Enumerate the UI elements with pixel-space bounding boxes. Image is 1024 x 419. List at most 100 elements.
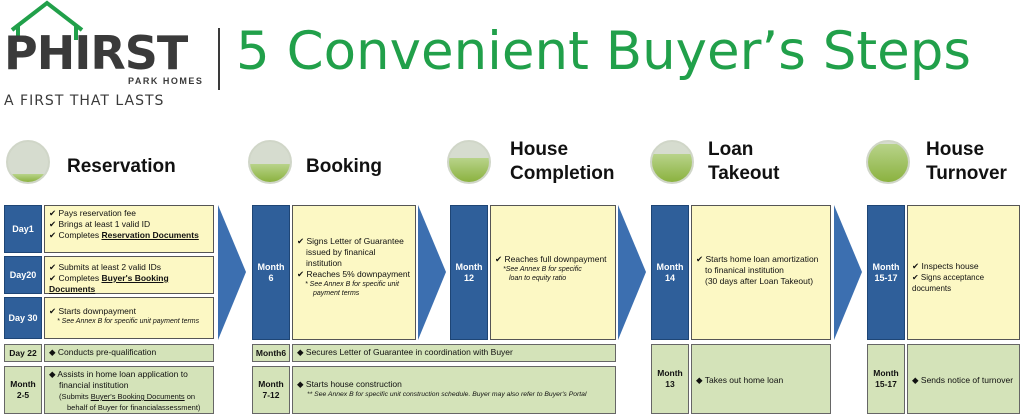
month-label-completion: Month 12 [450,205,488,340]
step-label-completion-line1: House [510,139,569,160]
annex-note: *See Annex B for specific [503,266,582,273]
house-logo-icon [10,0,84,40]
loan-application-row: ◆ Assists in home loan application to fi… [44,366,214,414]
house-construction-row: ◆ Starts house construction ** See Annex… [292,366,616,414]
booking-tasks: ✔ Signs Letter of Guarantee issued by fi… [292,205,416,340]
task-line: ✔ Brings at least 1 valid ID [49,219,151,229]
month-label: Month [257,261,285,272]
arrow-icon [218,205,246,340]
month-label-month-7-12: Month 7-12 [252,366,290,414]
progress-circle-reservation [6,140,50,184]
booking-documents-link[interactable]: Buyer's Booking Documents [49,273,169,294]
completion-tasks: ✔ Reaches full downpayment *See Annex B … [490,205,616,340]
task-line: on [184,392,196,401]
task-line: behalf of Buyer for financialassessment) [67,403,201,412]
month-number: 14 [664,272,675,283]
loan-takeout-row: ◆ Takes out home loan [691,344,831,414]
month-label: Month [10,379,36,389]
step-label-completion-line2: Completion [510,163,615,184]
letter-of-guarantee-row: ◆ Secures Letter of Guarantee in coordin… [292,344,616,362]
reservation-documents-link[interactable]: Reservation Documents [101,230,199,240]
arrow-icon [834,205,862,340]
month-label: Month [455,261,483,272]
day-label-day1: Day1 [4,205,42,253]
task-line: ✔ Signs Letter of Guarantee [297,236,404,246]
task-line: ✔ Reaches full downpayment [495,254,607,264]
month-label-booking: Month 6 [252,205,290,340]
step-label-reservation: Reservation [67,156,176,177]
progress-fill [868,144,908,182]
reservation-day20-tasks: ✔ Submits at least 2 valid IDs ✔ Complet… [44,256,214,294]
loan-tasks: ✔ Starts home loan amortization to finan… [691,205,831,340]
progress-circle-loan [650,140,694,184]
month-number: 7-12 [262,390,280,400]
header-divider [218,28,220,90]
day-label-month-2-5: Month 2-5 [4,366,42,414]
month-label: Month [873,368,899,378]
month-label: Month [258,379,284,389]
task-line: ◆ Starts house construction [297,379,402,389]
progress-fill [449,158,489,182]
month-number: 13 [665,379,675,389]
step-label-loan-line2: Takeout [708,163,780,184]
task-line: ✔ Reaches 5% downpayment [297,269,410,279]
prequalification-row: ◆ Conducts pre-qualification [44,344,214,362]
turnover-tasks: ✔ Inspects house ✔ Signs acceptance docu… [907,205,1020,340]
day-label-day22: Day 22 [4,344,42,362]
step-label-turnover-line1: House [926,139,985,160]
task-line: (Submits [59,392,91,401]
annex-note: * See Annex B for specific unit [305,281,399,288]
month-label: Month [657,368,683,378]
reservation-day1-tasks: ✔ Pays reservation fee ✔ Brings at least… [44,205,214,253]
booking-documents-link[interactable]: Buyer's Booking Documents [90,392,185,401]
progress-circle-turnover [866,140,910,184]
month-number: 15-17 [874,272,898,283]
task-line: issued by finanical [306,247,376,257]
month-label-loan: Month 14 [651,205,689,340]
progress-circle-booking [248,140,292,184]
progress-circle-completion [447,140,491,184]
month-label: Month [656,261,684,272]
step-label-booking: Booking [306,156,382,177]
annex-note: * See Annex B for specific unit payment … [57,318,200,325]
task-line: ✔ Signs acceptance documents [912,273,985,293]
month-label: Month [872,261,900,272]
turnover-notice-row: ◆ Sends notice of turnover [907,344,1020,414]
arrow-icon [618,205,646,340]
arrow-icon [418,205,446,340]
progress-fill [8,174,48,182]
task-line: ✔ Starts home loan amortization [696,254,819,264]
task-line: ✔ Starts downpayment [49,306,136,316]
task-line: (30 days after Loan Takeout) [705,276,814,286]
month-label-month13: Month 13 [651,344,689,414]
brand-logo-text: PHIRST [4,26,188,80]
page-title: 5 Convenient Buyer’s Steps [236,21,972,82]
brand-tagline: A FIRST THAT LASTS [4,93,165,109]
month-number: 12 [463,272,474,283]
task-line: ✔ Pays reservation fee [49,208,136,218]
day-label-day30: Day 30 [4,297,42,339]
brand-logo-subtitle: PARK HOMES [128,76,204,86]
day-label-day20: Day20 [4,256,42,294]
annex-note: payment terms [313,290,360,297]
month-number: 15-17 [875,379,897,389]
month-number: 2-5 [16,390,30,400]
month-label-month6: Month6 [252,344,290,362]
task-line: to finanical institution [705,265,784,275]
task-line: ✔ Completes [49,230,102,240]
reservation-day30-tasks: ✔ Starts downpayment * See Annex B for s… [44,297,214,339]
month-label-turnover-bottom: Month 15-17 [867,344,905,414]
task-line: ✔ Inspects house [912,261,979,271]
task-line: ✔ Completes [49,273,102,283]
step-label-turnover-line2: Turnover [926,163,1007,184]
annex-note: ** See Annex B for specific unit constru… [307,391,587,398]
progress-fill [652,154,692,182]
step-label-loan-line1: Loan [708,139,754,160]
month-label-turnover: Month 15-17 [867,205,905,340]
month-number: 6 [268,272,274,283]
task-line: financial institution [59,380,129,390]
progress-fill [250,164,290,182]
task-line: ◆ Assists in home loan application to [49,369,188,379]
task-line: institution [306,258,342,268]
annex-note: loan to equity ratio [509,275,567,282]
